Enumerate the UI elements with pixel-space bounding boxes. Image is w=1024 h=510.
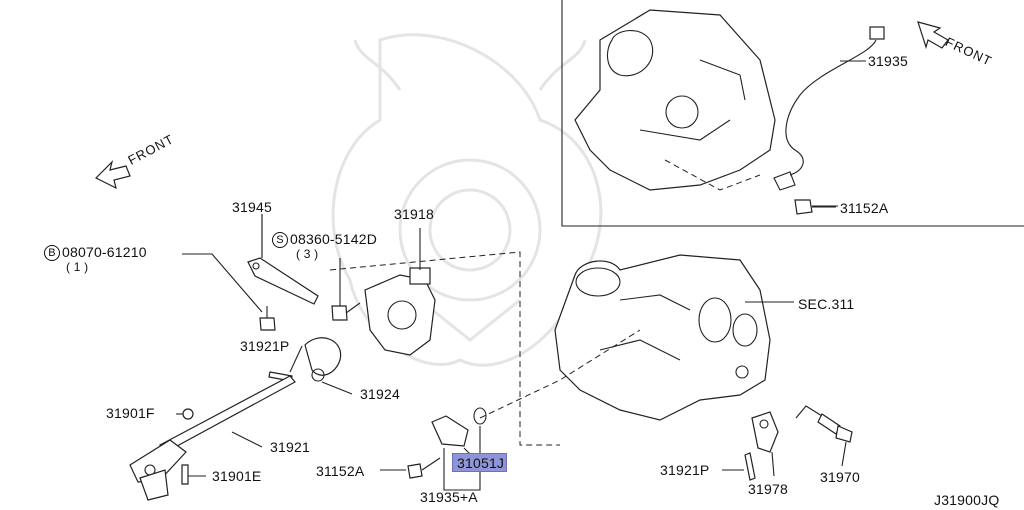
- bolt-qty-label: ( 1 ): [66, 260, 89, 274]
- harness-31935: [773, 26, 885, 191]
- part-label-31918: 31918: [394, 206, 434, 222]
- leader-31978: [771, 451, 775, 477]
- main-transmission-housing: [554, 254, 771, 421]
- watermark-crest-icon: [331, 33, 603, 367]
- part-label-31978: 31978: [748, 481, 788, 497]
- lever-31924: [304, 337, 342, 382]
- cable-31970: [795, 405, 853, 443]
- leader-08070: [182, 253, 263, 313]
- screw-08360-5142D: [331, 302, 361, 321]
- part-label-31921P-left: 31921P: [240, 338, 290, 354]
- bolt-code: 08070-61210: [62, 244, 147, 260]
- screw-code: 08360-5142D: [290, 231, 378, 247]
- part-label-31935: 31935: [868, 53, 908, 69]
- screw-s-symbol-icon: S: [272, 232, 288, 248]
- part-label-31924: 31924: [360, 386, 400, 402]
- bolt-b-symbol-icon: B: [44, 245, 60, 261]
- section-reference-label: SEC.311: [798, 296, 855, 312]
- inset-front-arrow-icon: [917, 21, 949, 50]
- position-switch-31918: [364, 267, 436, 356]
- lever-31978: [751, 411, 779, 453]
- leader-31970: [841, 441, 847, 467]
- bushing-31901F: [182, 408, 194, 420]
- part-label-31901F: 31901F: [106, 405, 155, 421]
- diagram-code-label: J31900JQ: [934, 492, 1000, 508]
- part-label-31935A: 31935+A: [420, 489, 478, 505]
- leader-31921P-left: [289, 345, 303, 373]
- pin-31901E: [181, 464, 189, 485]
- part-label-31051J-highlighted[interactable]: 31051J: [452, 453, 508, 472]
- control-rod-31921: [129, 375, 296, 501]
- part-label-31945: 31945: [232, 199, 272, 215]
- sensor-31051J: [431, 407, 487, 447]
- pin-31921P-right: [744, 452, 756, 481]
- inset-frame: [561, 0, 1024, 227]
- screw-qty-label: ( 3 ): [296, 247, 319, 261]
- bolt-31152A-inset: [794, 199, 838, 215]
- part-label-31152A: 31152A: [316, 463, 365, 479]
- part-label-31970: 31970: [820, 469, 860, 485]
- part-label-31921: 31921: [270, 439, 310, 455]
- bolt-31152A-bottom: [407, 457, 441, 479]
- part-label-31152A-inset: 31152A: [840, 200, 889, 216]
- part-label-31921P-right: 31921P: [660, 462, 710, 478]
- leader-31921: [231, 431, 263, 448]
- inset-transmission-housing: [574, 9, 776, 191]
- part-label-31901E: 31901E: [212, 468, 262, 484]
- front-arrow-icon: [94, 160, 131, 190]
- leader-31924: [321, 381, 353, 395]
- bolt-08070-61210: [259, 306, 276, 331]
